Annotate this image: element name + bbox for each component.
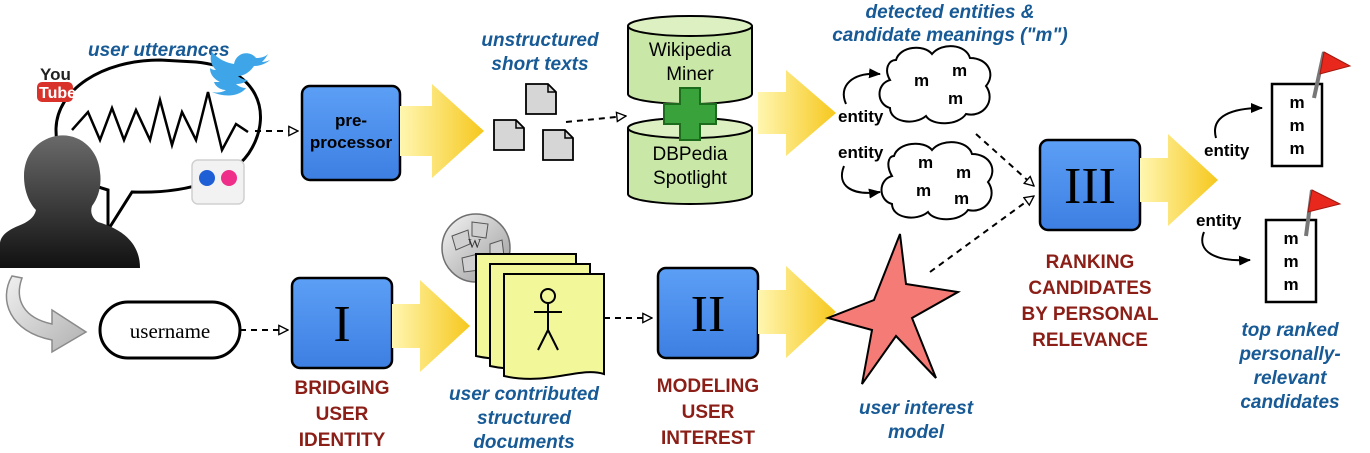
entity-label: entity	[1204, 141, 1250, 160]
top-ranked-label-line4: candidates	[1240, 392, 1339, 413]
meaning-label: m	[1289, 116, 1304, 135]
meaning-label: m	[954, 189, 969, 208]
connector-texts-databases	[565, 116, 626, 123]
detected-entities-label-line2: candidate meanings ("m")	[832, 25, 1068, 46]
detected-entities-label-line1: detected entities &	[866, 2, 1035, 23]
candidate-meanings-cloud	[880, 141, 994, 221]
user-interest-label-line1: user interest	[859, 398, 974, 419]
short-text-document-icon	[493, 119, 525, 151]
entity-arrow	[842, 68, 881, 105]
youtube-icon: You Tube	[37, 65, 76, 102]
ranking-label-line3: BY PERSONAL	[1022, 304, 1159, 325]
meaning-label: m	[916, 181, 931, 200]
flow-arrow-modeling	[758, 266, 836, 358]
top-ranked-label-line2: personally-	[1238, 344, 1340, 365]
user-interest-model-star	[824, 233, 962, 385]
flow-arrow-preprocessor	[400, 84, 484, 178]
meaning-label: m	[1289, 139, 1304, 158]
modeling-label-line1: MODELING	[657, 376, 759, 397]
wikipedia-miner-label-line1: Wikipedia	[649, 40, 732, 61]
user-contributed-label-line1: user contributed	[449, 384, 599, 405]
meaning-label: m	[914, 71, 929, 90]
svg-text:Tube: Tube	[39, 85, 76, 102]
user-contributed-label-line2: structured	[477, 408, 571, 429]
dbpedia-spotlight-database	[627, 117, 753, 205]
candidate-meanings-cloud	[878, 45, 992, 125]
speech-bubble	[54, 58, 262, 236]
meaning-label: m	[1283, 252, 1298, 271]
ranking-label-line2: CANDIDATES	[1028, 278, 1151, 299]
bridging-stage-numeral: I	[333, 296, 350, 353]
top-ranked-label-line1: top ranked	[1241, 320, 1339, 341]
bridging-label-line2: USER	[316, 404, 369, 425]
modeling-label-line3: INTEREST	[661, 428, 755, 449]
connector-entities-ranking	[975, 133, 1034, 186]
meaning-label: m	[918, 153, 933, 172]
top-ranked-label-line3: relevant	[1254, 368, 1328, 389]
modeling-stage-numeral: II	[691, 286, 726, 343]
gray-curved-arrow-icon	[5, 275, 88, 354]
dbpedia-spotlight-label-line1: DBPedia	[653, 144, 728, 165]
meaning-label: m	[1289, 93, 1304, 112]
user-silhouette-icon	[0, 135, 140, 268]
ranking-stage-numeral: III	[1064, 158, 1116, 215]
entity-label: entity	[838, 143, 884, 162]
flag-icon	[1312, 51, 1352, 99]
meaning-label: m	[952, 61, 967, 80]
unstructured-label-line1: unstructured	[481, 30, 599, 51]
entity-label: entity	[1196, 211, 1242, 230]
short-text-document-icon	[525, 83, 557, 115]
ranking-label-line4: RELEVANCE	[1032, 330, 1148, 351]
flow-arrow-bridging	[392, 280, 470, 372]
entity-arrow	[841, 165, 881, 199]
meaning-label: m	[1283, 275, 1298, 294]
preprocessor-label-line2: processor	[310, 133, 393, 152]
twitter-bird-icon	[210, 52, 270, 96]
flag-icon	[1304, 189, 1342, 237]
flow-arrow-databases	[758, 70, 836, 156]
user-documents-stack	[475, 253, 605, 380]
bridging-label-line3: IDENTITY	[299, 430, 386, 451]
user-interest-label-line2: model	[888, 422, 945, 443]
flickr-icon	[191, 159, 245, 205]
meaning-label: m	[1283, 229, 1298, 248]
flow-arrow-ranking	[1140, 134, 1218, 226]
plus-icon	[663, 87, 717, 141]
bridging-label-line1: BRIDGING	[295, 378, 390, 399]
wikipedia-miner-label-line2: Miner	[666, 64, 714, 85]
entity-label: entity	[838, 107, 884, 126]
username-text: username	[130, 319, 210, 343]
short-text-document-icon	[542, 129, 574, 161]
wikipedia-miner-database	[627, 15, 753, 105]
svg-text:You: You	[40, 65, 71, 84]
meaning-label: m	[948, 89, 963, 108]
preprocessor-label-line1: pre-	[335, 111, 367, 130]
ranking-label-line1: RANKING	[1046, 252, 1135, 273]
user-contributed-label-line3: documents	[473, 432, 574, 453]
entity-arrow	[1201, 231, 1251, 266]
modeling-label-line2: USER	[682, 402, 735, 423]
meaning-label: m	[956, 163, 971, 182]
svg-text:W: W	[468, 237, 482, 252]
person-stick-figure-icon	[534, 288, 562, 351]
dbpedia-spotlight-label-line2: Spotlight	[653, 168, 728, 189]
unstructured-label-line2: short texts	[491, 54, 588, 75]
user-utterances-label: user utterances	[88, 40, 230, 61]
entity-arrow	[1214, 103, 1263, 139]
